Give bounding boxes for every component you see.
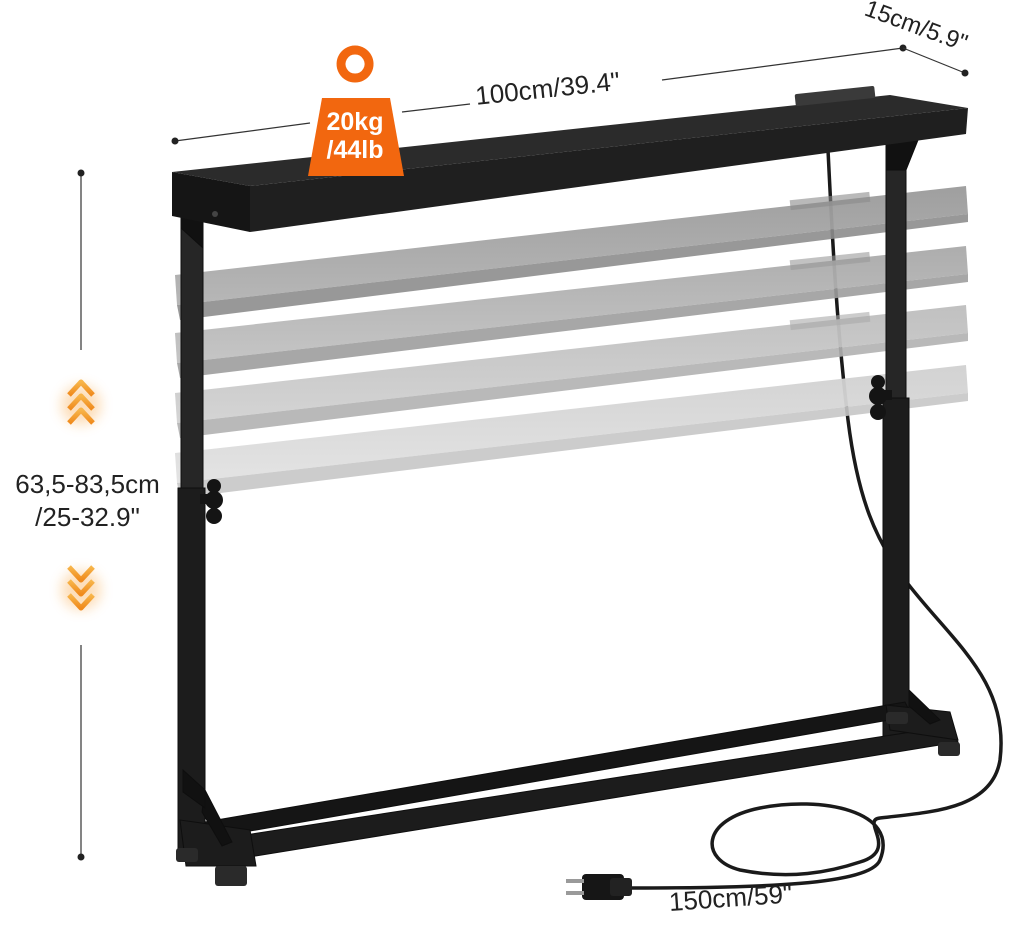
height-metric-label: 63,5-83,5cm <box>15 469 160 499</box>
table-frame <box>177 139 959 867</box>
height-label: 63,5-83,5cm /25-32.9" <box>0 468 175 533</box>
width-start-dot <box>171 137 179 145</box>
weight-badge-icon <box>308 45 404 176</box>
height-imperial-label: /25-32.9" <box>35 501 140 532</box>
ghost-shelf-1 <box>175 186 968 320</box>
right-height-knob <box>869 375 892 420</box>
width-dimension-line <box>174 47 904 142</box>
weight-lb-label: /44lb <box>326 136 384 164</box>
leveling-feet <box>176 712 960 886</box>
depth-dimension-line <box>902 47 969 77</box>
weight-kg-label: 20kg <box>326 108 384 136</box>
power-strip <box>794 86 876 106</box>
power-cord <box>628 148 1003 890</box>
height-dimension-line <box>77 169 85 861</box>
ghost-shelf-2 <box>175 246 968 378</box>
ghost-shelf-4 <box>175 365 968 498</box>
ghost-shelf-3 <box>175 305 968 438</box>
weight-badge-text: 20kg /44lb <box>313 108 397 164</box>
down-arrow-icon <box>61 565 101 611</box>
plug-icon <box>566 874 632 900</box>
left-height-knob <box>200 479 223 524</box>
up-arrow-icon <box>61 379 101 425</box>
